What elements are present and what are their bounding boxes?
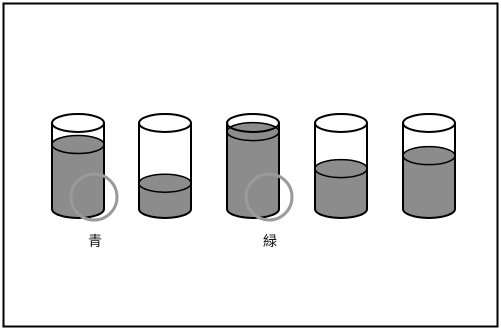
liquid-body — [227, 132, 279, 209]
cylinder-5 — [403, 114, 455, 218]
cylinder-label: 緑 — [263, 234, 277, 250]
liquid-surface — [403, 147, 455, 165]
liquid-surface — [139, 174, 191, 192]
cylinder-4 — [315, 114, 367, 218]
liquid-surface — [315, 160, 367, 178]
cylinder-2 — [139, 114, 191, 218]
cylinder-label: 青 — [88, 234, 102, 250]
liquid-surface — [52, 136, 104, 154]
